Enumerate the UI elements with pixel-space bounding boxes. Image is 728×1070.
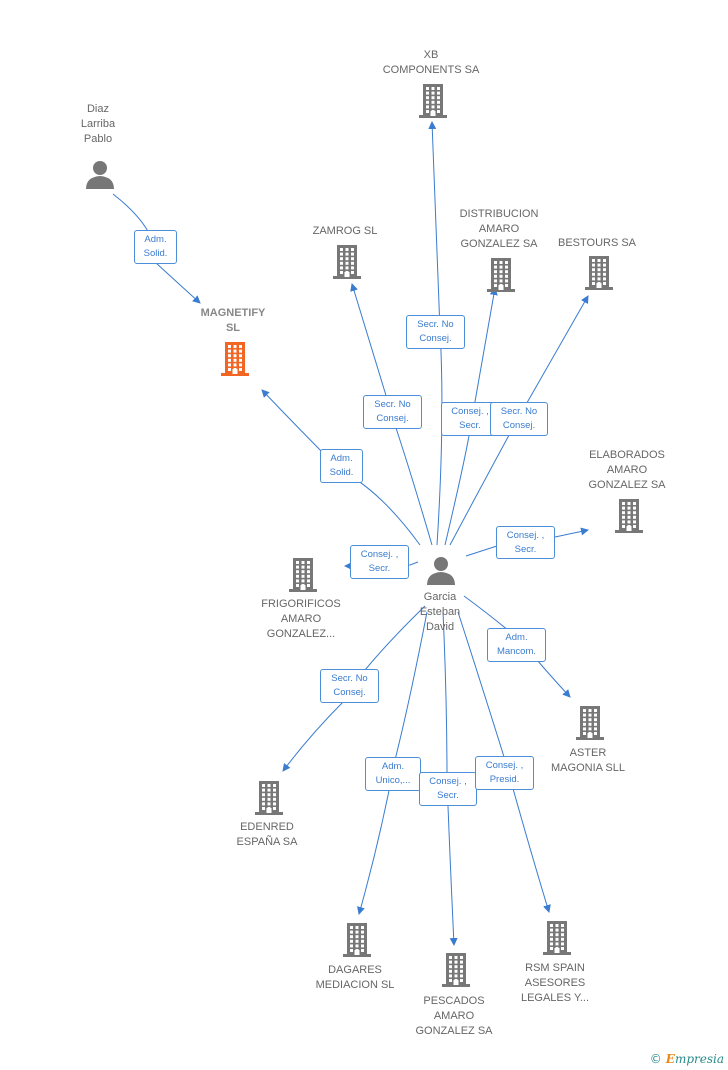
node-label-diaz[interactable]: Diaz Larriba Pablo xyxy=(80,103,116,145)
edge-label-dagares[interactable]: Adm. Unico,... xyxy=(365,757,421,791)
building-icon-zamrog[interactable] xyxy=(333,245,361,284)
edge-label-aster[interactable]: Adm. Mancom. xyxy=(487,628,546,662)
node-label-magnetify[interactable]: MAGNETIFY SL xyxy=(200,307,266,334)
brand-name-rest: mpresia xyxy=(674,1052,724,1066)
building-icon-distribucion[interactable] xyxy=(487,258,515,297)
edge-label-elaborados[interactable]: Consej. , Secr. xyxy=(496,526,555,559)
building-icon-frigorificos[interactable] xyxy=(289,558,317,597)
building-icon-edenred[interactable] xyxy=(255,781,283,820)
node-label-elaborados[interactable]: ELABORADOS AMARO GONZALEZ SA xyxy=(588,449,666,491)
building-icon-pescados[interactable] xyxy=(442,953,470,992)
building-icon-magnetify[interactable] xyxy=(221,342,249,381)
node-label-rsm[interactable]: RSM SPAIN ASESORES LEGALES Y... xyxy=(520,962,590,1004)
node-label-pescados[interactable]: PESCADOS AMARO GONZALEZ SA xyxy=(415,995,493,1037)
edge-label-distribucion[interactable]: Consej. , Secr. xyxy=(441,402,499,436)
node-label-zamrog[interactable]: ZAMROG SL xyxy=(312,225,378,237)
node-label-xb[interactable]: XB COMPONENTS SA xyxy=(382,49,480,76)
person-icon-garcia[interactable] xyxy=(426,555,456,590)
building-icon-elaborados[interactable] xyxy=(615,499,643,538)
building-icon-xb[interactable] xyxy=(419,84,447,123)
node-label-edenred[interactable]: EDENRED ESPAÑA SA xyxy=(236,821,298,848)
building-icon-rsm[interactable] xyxy=(543,921,571,960)
node-label-garcia[interactable]: Garcia Esteban David xyxy=(419,591,461,633)
building-icon-bestours[interactable] xyxy=(585,256,613,295)
node-label-frigorificos[interactable]: FRIGORIFICOS AMARO GONZALEZ... xyxy=(261,598,341,640)
edge-label-zamrog[interactable]: Secr. No Consej. xyxy=(363,395,422,429)
building-icon-aster[interactable] xyxy=(576,706,604,745)
edge-label-bestours[interactable]: Secr. No Consej. xyxy=(490,402,548,436)
node-label-distribucion[interactable]: DISTRIBUCION AMARO GONZALEZ SA xyxy=(459,208,539,250)
edge-label-xb[interactable]: Secr. No Consej. xyxy=(406,315,465,349)
node-label-dagares[interactable]: DAGARES MEDIACION SL xyxy=(315,964,395,991)
empresia-brand[interactable]: ©Empresia xyxy=(650,1052,724,1066)
edge-label-frigorificos[interactable]: Consej. , Secr. xyxy=(350,545,409,579)
node-label-aster[interactable]: ASTER MAGONIA SLL xyxy=(551,747,625,774)
edge-label-magnetify[interactable]: Adm. Solid. xyxy=(134,230,177,264)
building-icon-dagares[interactable] xyxy=(343,923,371,962)
edge-label-pescados[interactable]: Consej. , Secr. xyxy=(419,772,477,806)
copyright-symbol: © xyxy=(649,1052,662,1066)
node-label-bestours[interactable]: BESTOURS SA xyxy=(557,237,637,249)
edge-label-magnetify[interactable]: Adm. Solid. xyxy=(320,449,363,483)
edge-label-rsm[interactable]: Consej. , Presid. xyxy=(475,756,534,790)
brand-first-letter: E xyxy=(665,1052,675,1066)
person-icon-diaz[interactable] xyxy=(85,159,115,194)
edge-label-edenred[interactable]: Secr. No Consej. xyxy=(320,669,379,703)
